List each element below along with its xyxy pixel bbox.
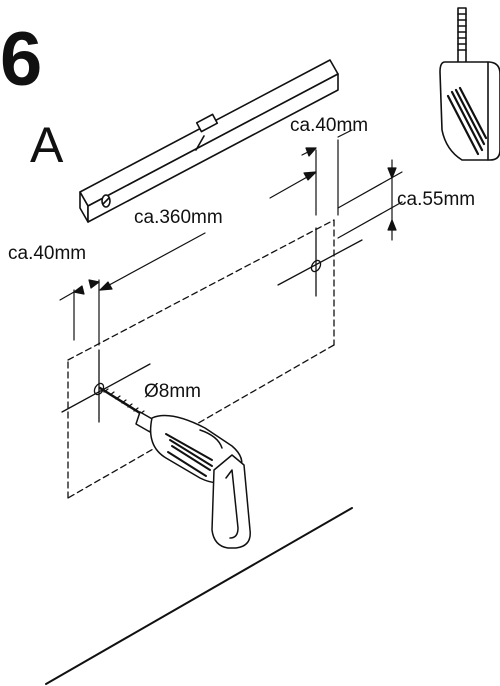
dim-vertical-spacing (337, 159, 403, 241)
dim-label-vertical-spacing: ca.55mm (397, 189, 476, 210)
dim-label-top-right-offset: ca.40mm (290, 115, 369, 136)
cabinet-outline (67, 219, 335, 499)
step-sub-label: A (30, 117, 64, 173)
dim-label-left-offset: ca.40mm (8, 243, 87, 264)
dim-label-horizontal-spacing: ca.360mm (134, 207, 223, 228)
dim-top-right-offset (301, 129, 353, 216)
dim-horizontal-spacing (99, 171, 317, 291)
floor-line (45, 507, 353, 685)
left-drill-hole (61, 349, 151, 423)
step-number: 6 (0, 17, 43, 102)
power-drill-icon (98, 386, 251, 549)
spirit-level-icon (79, 59, 339, 223)
right-drill-hole (277, 227, 363, 297)
tape-measure-icon (439, 7, 500, 161)
dim-left-offset (59, 279, 100, 346)
dim-label-drill-diameter: Ø8mm (144, 381, 201, 402)
